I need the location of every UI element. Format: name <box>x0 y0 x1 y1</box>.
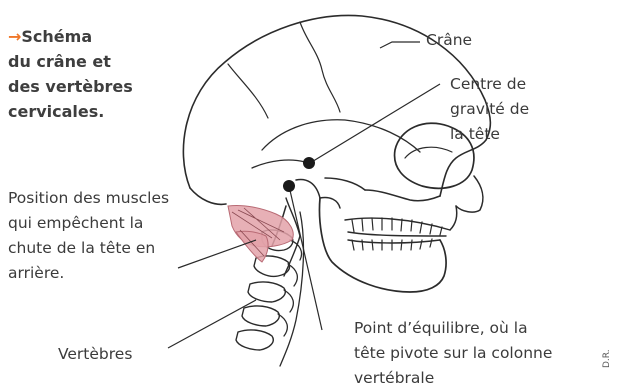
leader-equilibre <box>289 186 322 330</box>
pivot-point-dot <box>283 180 295 192</box>
caption-line-2: du crâne et <box>8 49 133 74</box>
mandible <box>320 198 447 292</box>
label-crane: Crâne <box>426 28 472 53</box>
arrow-icon: → <box>8 27 21 46</box>
caption-line-1: →Schéma <box>8 24 133 49</box>
suture <box>300 22 340 112</box>
upper-teeth <box>345 218 450 230</box>
caption-line-4: cervicales. <box>8 99 133 124</box>
lower-teeth <box>352 239 432 250</box>
label-muscles: Position des muscles qui empêchent la ch… <box>8 186 169 286</box>
label-vertebres: Vertèbres <box>58 342 132 367</box>
photo-credit: D.R. <box>602 349 612 368</box>
leader-crane <box>380 42 420 48</box>
leader-muscles <box>178 240 256 268</box>
label-centre-de-gravite: Centre de gravité de la tête <box>450 72 529 147</box>
label-point-equilibre: Point d’équilibre, où la tête pivote sur… <box>354 316 552 391</box>
leader-centre <box>310 84 440 163</box>
caption-block: →Schéma du crâne et des vertèbres cervic… <box>8 24 133 124</box>
nasal-cavity <box>456 176 483 212</box>
caption-line-3: des vertèbres <box>8 74 133 99</box>
centre-of-gravity-dot <box>303 157 315 169</box>
leader-vertebres <box>168 300 256 348</box>
